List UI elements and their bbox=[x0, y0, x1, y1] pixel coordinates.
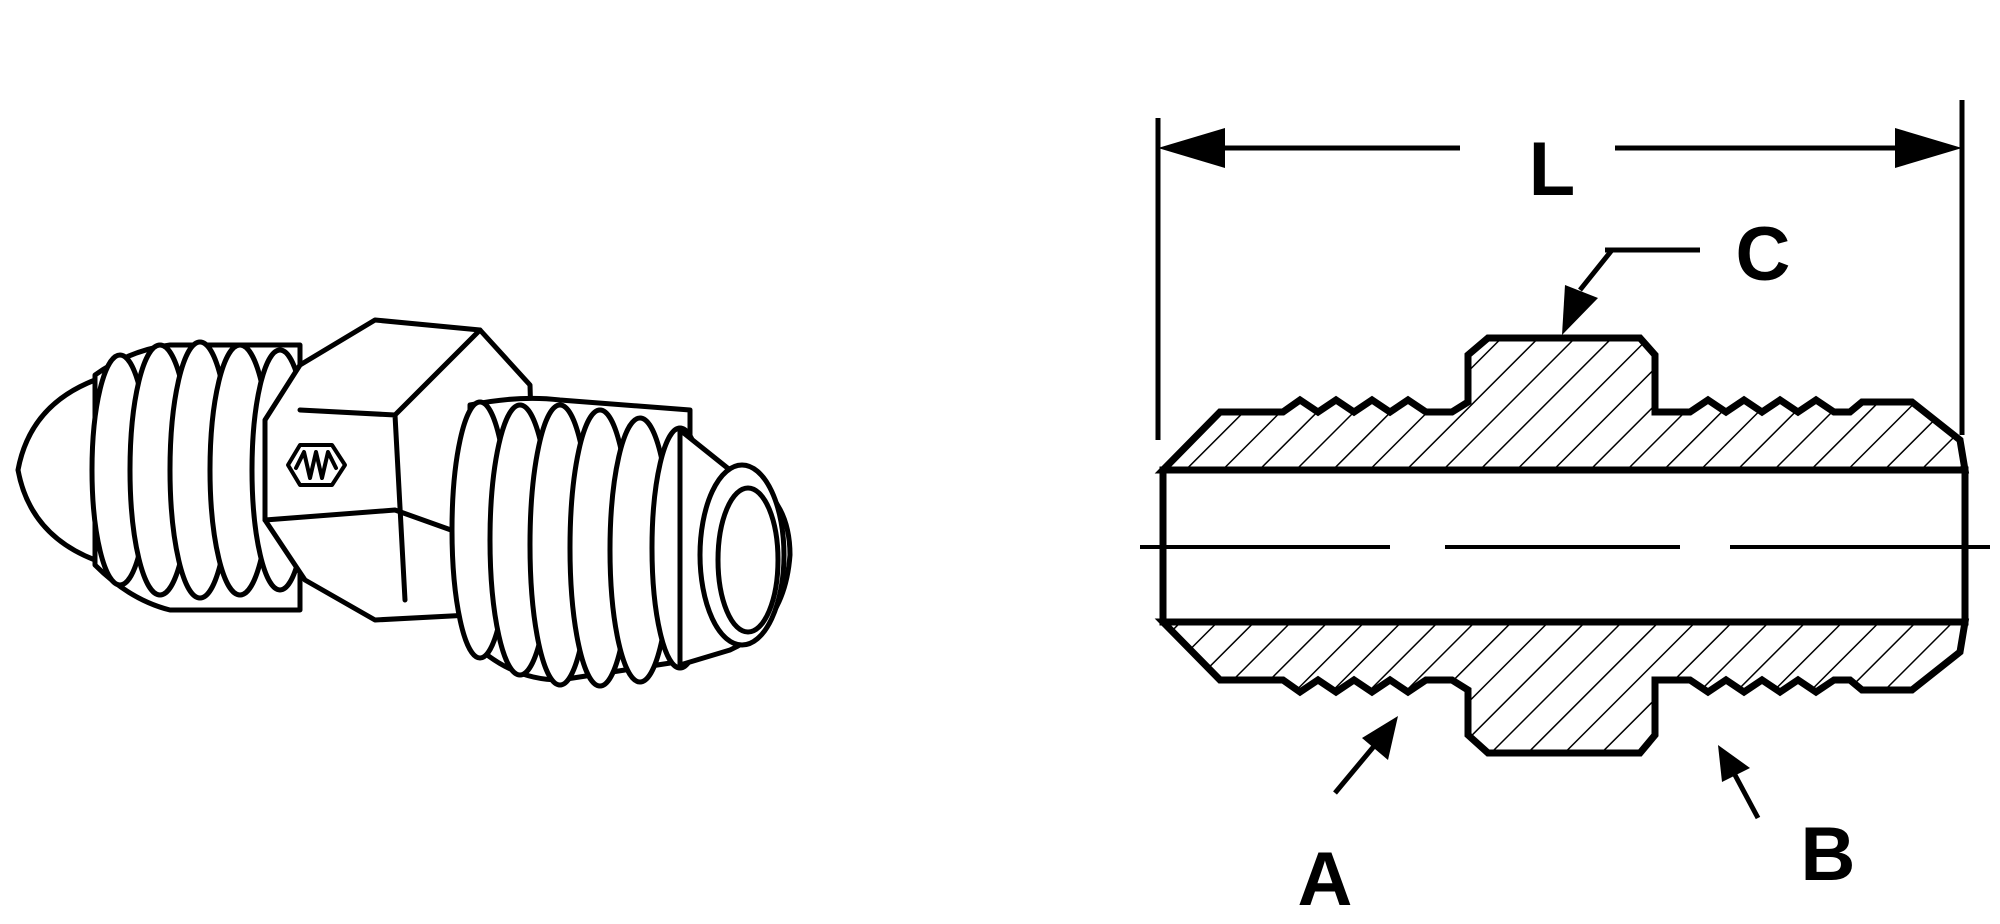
label-b: B bbox=[1801, 812, 1856, 897]
label-c: C bbox=[1736, 212, 1791, 297]
arrowhead-left bbox=[1158, 128, 1225, 168]
leader-c bbox=[1562, 247, 1700, 335]
label-l: L bbox=[1529, 127, 1575, 212]
leader-b bbox=[1718, 745, 1761, 820]
label-a: A bbox=[1298, 837, 1353, 922]
hex-logo-icon bbox=[286, 443, 347, 487]
fitting-3d-view bbox=[15, 317, 793, 689]
left-flare-cone bbox=[15, 377, 113, 563]
bore-opening-inner bbox=[715, 485, 781, 635]
lower-section-wall bbox=[1154, 618, 1970, 757]
leader-a bbox=[1333, 716, 1398, 795]
arrowhead-right bbox=[1895, 128, 1962, 168]
dimension-l bbox=[1155, 100, 1965, 440]
right-thread-ridges bbox=[449, 399, 711, 689]
hex-nut-face-top bbox=[297, 327, 483, 603]
upper-section-wall bbox=[1154, 334, 1970, 474]
